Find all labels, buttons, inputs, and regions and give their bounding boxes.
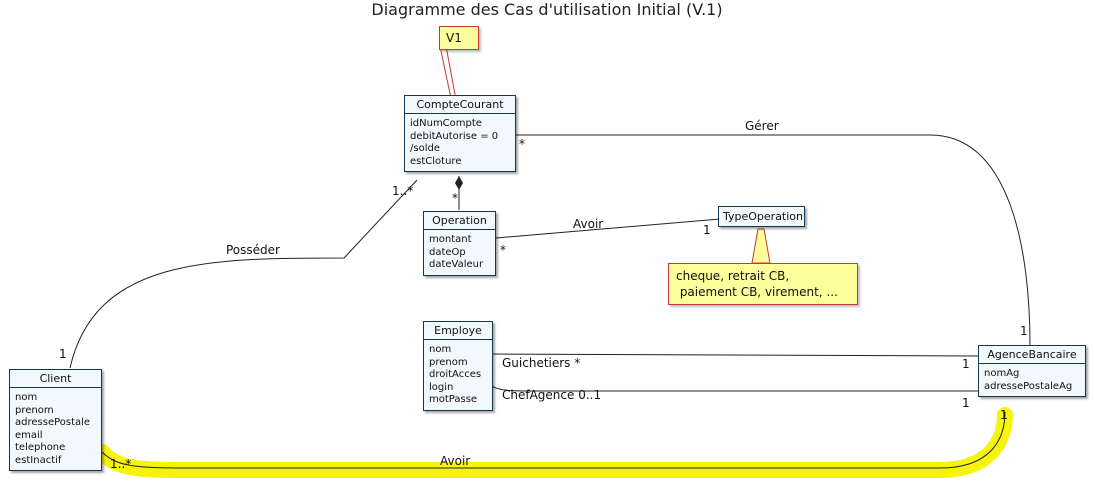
attribute: estInactif bbox=[15, 454, 62, 466]
association-posseder bbox=[69, 179, 418, 369]
note-connector bbox=[751, 228, 771, 264]
mult-chef-agence-agence: 1 bbox=[962, 396, 970, 410]
mult-posseder-client: 1 bbox=[59, 347, 67, 361]
label-posseder: Posséder bbox=[226, 243, 280, 257]
composition-diamond bbox=[455, 176, 463, 190]
mult-avoir-operation: * bbox=[500, 243, 506, 257]
label-gerer: Gérer bbox=[745, 119, 779, 133]
label-avoir-type: Avoir bbox=[573, 217, 604, 231]
association-avoir-type bbox=[495, 218, 721, 239]
mult-composition-operation: * bbox=[452, 191, 458, 205]
class-client[interactable]: Client nom prenom adressePostale email t… bbox=[9, 369, 102, 471]
class-attributes: idNumCompte debitAutorise = 0 /solde est… bbox=[405, 114, 515, 171]
attribute: adressePostale bbox=[15, 417, 91, 428]
association-chef-agence bbox=[491, 385, 978, 392]
class-name: Employe bbox=[424, 322, 492, 340]
attribute: prenom bbox=[15, 404, 54, 416]
attribute: nom bbox=[15, 392, 38, 403]
mult-avoir-type: 1 bbox=[703, 223, 711, 237]
attribute: dateValeur bbox=[429, 259, 484, 270]
attribute: nom bbox=[429, 344, 452, 355]
note-type-operation: cheque, retrait CB, paiement CB, viremen… bbox=[668, 263, 858, 305]
class-attributes: nom prenom droitAcces login motPasse bbox=[424, 340, 492, 410]
class-type-operation[interactable]: TypeOperation bbox=[718, 206, 805, 227]
label-chef-agence: ChefAgence 0..1 bbox=[502, 388, 602, 402]
class-compte-courant[interactable]: CompteCourant idNumCompte debitAutorise … bbox=[404, 95, 516, 172]
attribute: email bbox=[15, 429, 43, 441]
attribute: nomAg bbox=[984, 368, 1020, 379]
class-attributes: nom prenom adressePostale email telephon… bbox=[10, 388, 101, 470]
mult-avoir-agence: 1 bbox=[1000, 408, 1008, 422]
association-guichetiers bbox=[491, 353, 979, 357]
association-avoir-client bbox=[101, 411, 1006, 469]
class-agence-bancaire[interactable]: AgenceBancaire nomAg adressePostaleAg bbox=[978, 345, 1086, 397]
class-name: TypeOperation bbox=[723, 210, 804, 223]
class-attributes: nomAg adressePostaleAg bbox=[979, 364, 1085, 396]
attribute: droitAcces bbox=[429, 369, 482, 380]
attribute: /solde bbox=[410, 143, 440, 154]
note-type-operation-line2: paiement CB, virement, ... bbox=[676, 285, 838, 299]
attribute: motPasse bbox=[429, 394, 478, 405]
association-gerer bbox=[515, 134, 1031, 346]
mult-avoir-client: 1..* bbox=[110, 457, 132, 471]
class-name: Client bbox=[10, 370, 101, 388]
attribute: estCloture bbox=[410, 155, 462, 167]
attribute: adressePostaleAg bbox=[984, 380, 1073, 392]
class-operation[interactable]: Operation montant dateOp dateValeur bbox=[423, 211, 496, 276]
mult-guichetiers-agence: 1 bbox=[962, 357, 970, 371]
attribute: login bbox=[429, 381, 454, 393]
note-v1: V1 bbox=[439, 26, 479, 50]
mult-posseder-compte: 1..* bbox=[392, 184, 414, 198]
class-employe[interactable]: Employe nom prenom droitAcces login motP… bbox=[423, 321, 493, 411]
label-avoir-client: Avoir bbox=[440, 454, 471, 468]
attribute: montant bbox=[429, 234, 472, 245]
attribute: debitAutorise = 0 bbox=[410, 130, 499, 142]
class-name: CompteCourant bbox=[405, 96, 515, 114]
class-name: AgenceBancaire bbox=[979, 346, 1085, 364]
attribute: telephone bbox=[15, 442, 66, 453]
attribute: prenom bbox=[429, 356, 468, 368]
note-v1-text: V1 bbox=[446, 31, 462, 45]
mult-gerer-compte: * bbox=[519, 137, 525, 151]
mult-gerer-agence: 1 bbox=[1020, 324, 1028, 338]
class-attributes: montant dateOp dateValeur bbox=[424, 230, 495, 275]
highlight-stroke bbox=[94, 407, 1013, 478]
note-type-operation-line1: cheque, retrait CB, bbox=[676, 269, 790, 283]
attribute: dateOp bbox=[429, 246, 466, 258]
diagram-title: Diagramme des Cas d'utilisation Initial … bbox=[371, 0, 723, 19]
class-name: Operation bbox=[424, 212, 495, 230]
attribute: idNumCompte bbox=[410, 118, 482, 129]
label-guichetiers: Guichetiers * bbox=[502, 356, 581, 370]
